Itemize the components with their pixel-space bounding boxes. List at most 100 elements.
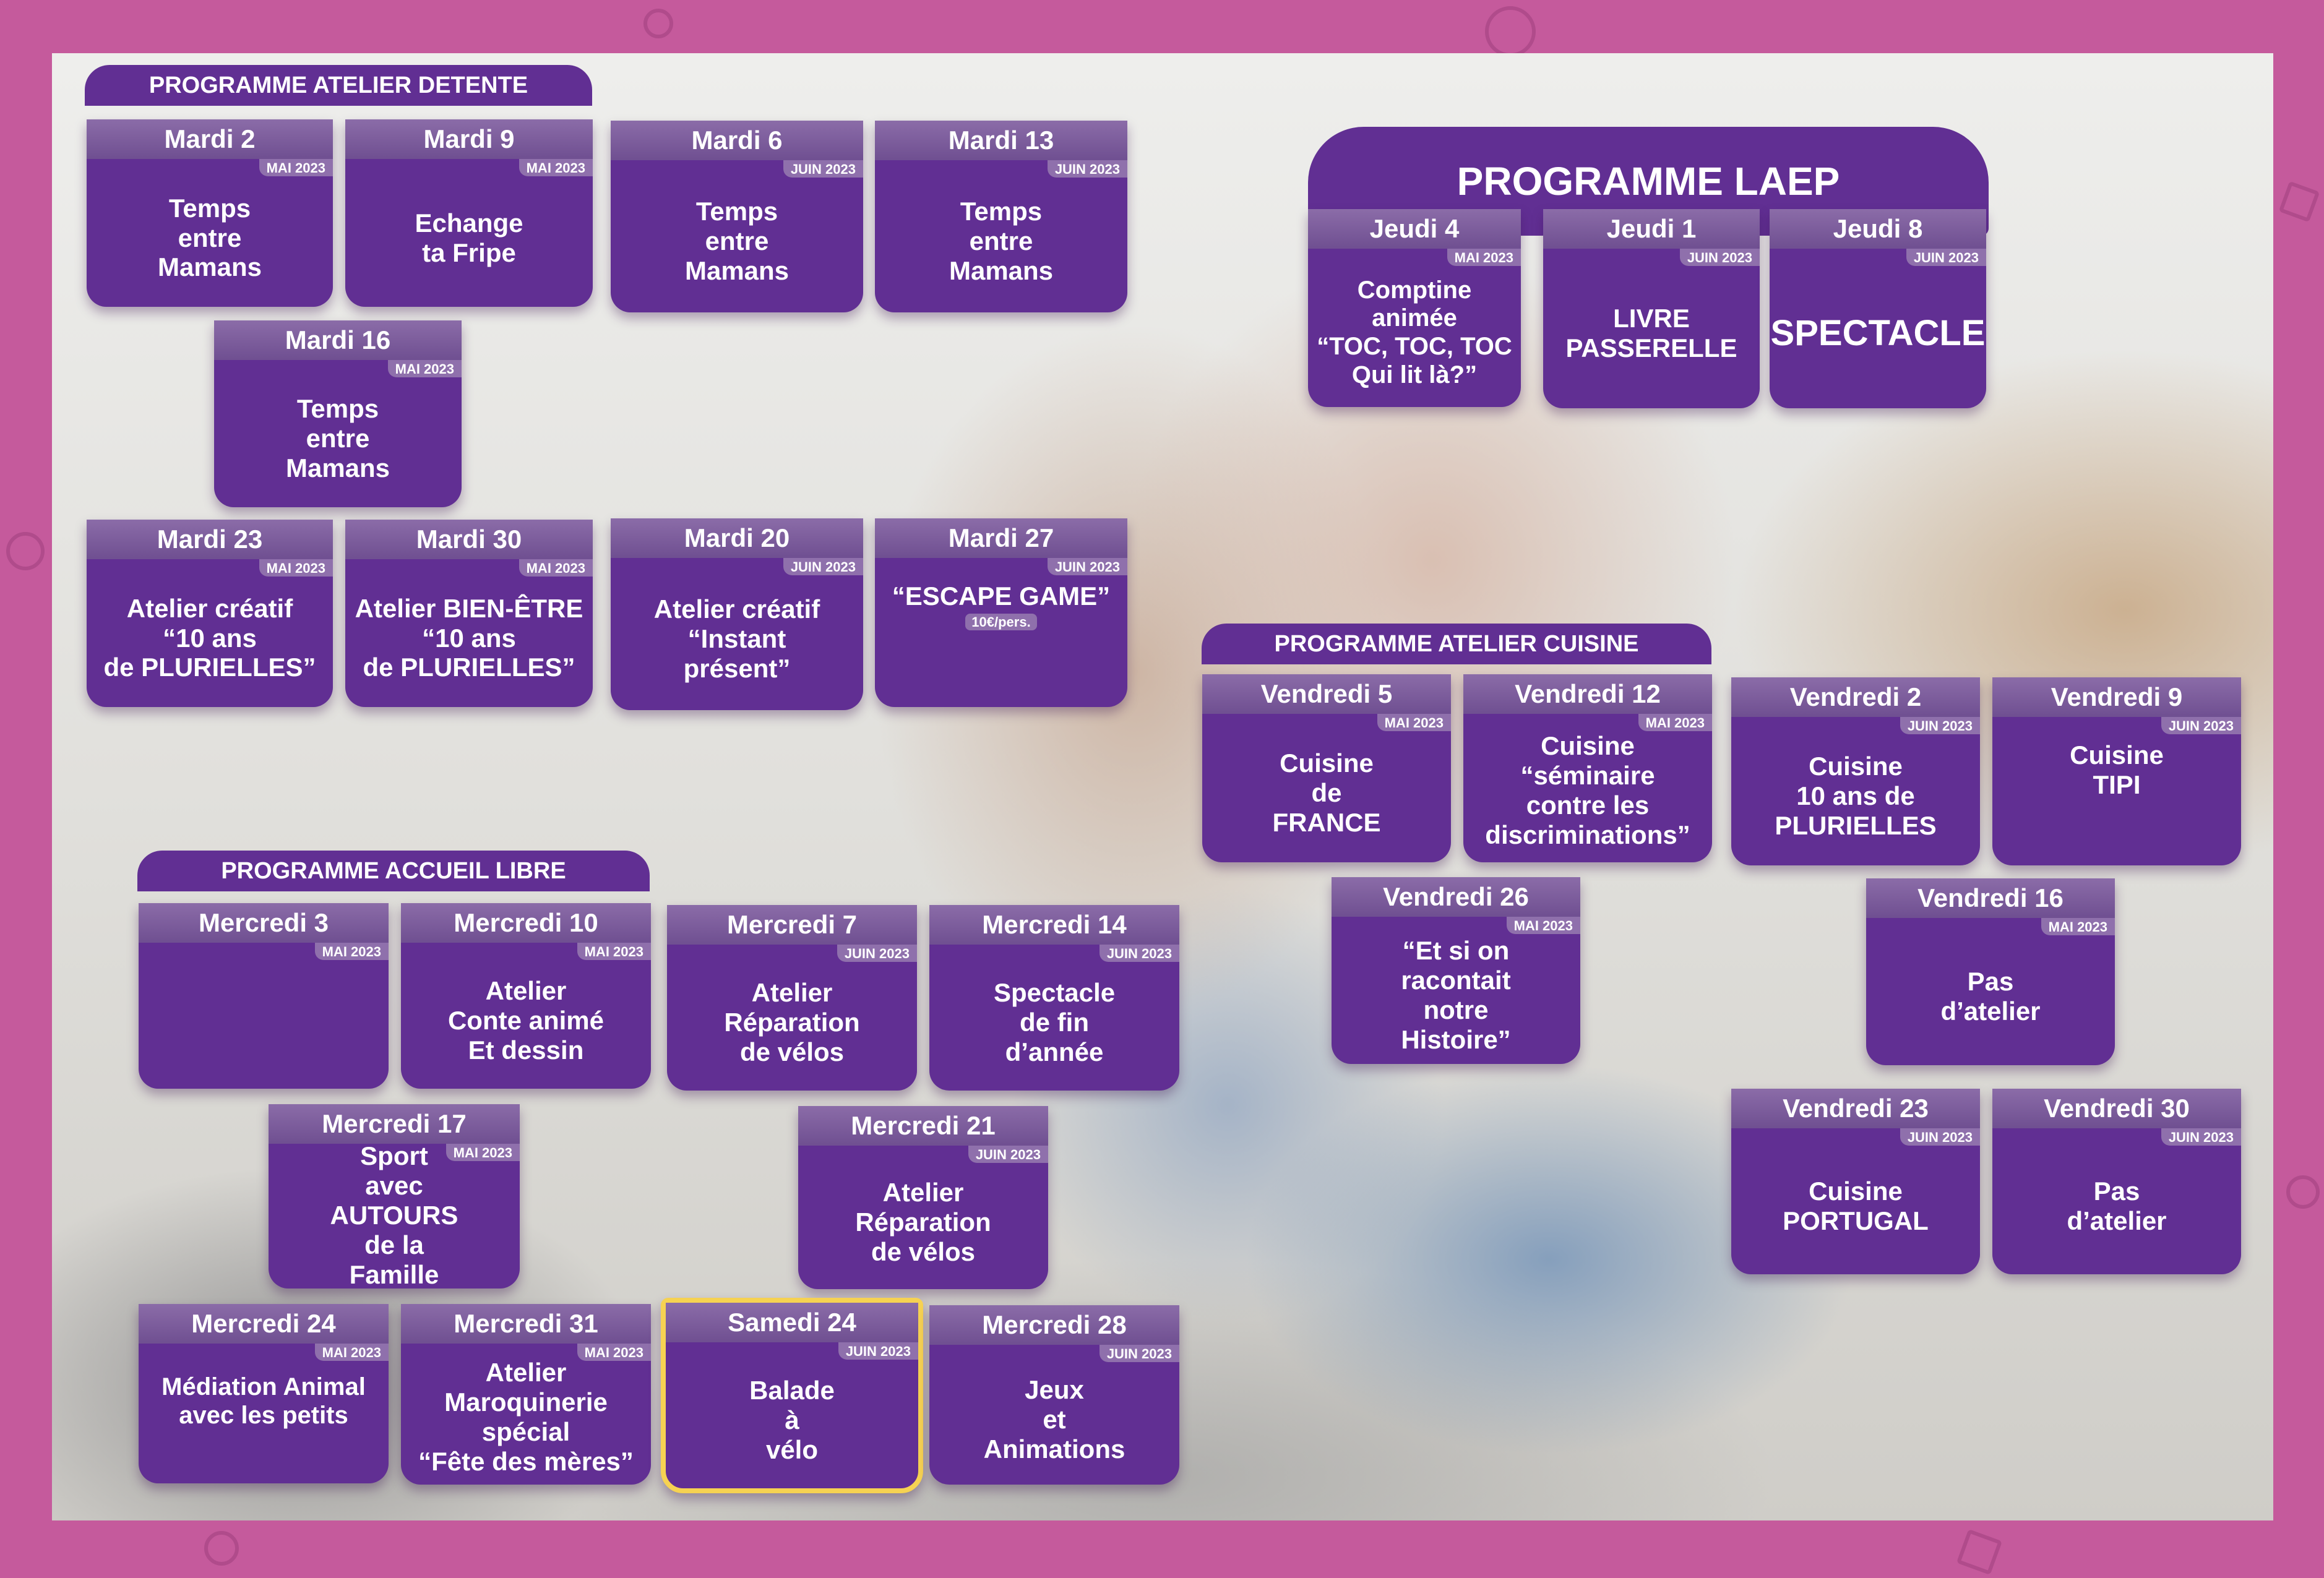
event-title: Temps entre Mamans	[285, 394, 390, 482]
event-title: SPECTACLE	[1770, 312, 1986, 353]
event-card-detente-mardi-16[interactable]: Mardi 16 MAI 2023 Temps entre Mamans	[214, 320, 462, 507]
event-title: Balade à vélo	[749, 1376, 835, 1464]
event-day: Mardi 23	[87, 520, 333, 559]
event-month: JUIN 2023	[1906, 249, 1986, 266]
event-card-cuisine-vendredi-23[interactable]: Vendredi 23 JUIN 2023 Cuisine PORTUGAL	[1731, 1089, 1980, 1274]
event-title: Temps entre Mamans	[157, 193, 262, 282]
event-title: Temps entre Mamans	[949, 197, 1054, 285]
event-card-detente-mardi-27[interactable]: Mardi 27 JUIN 2023 “ESCAPE GAME” 10€/per…	[875, 518, 1127, 707]
event-title: Atelier Maroquinerie spécial “Fête des m…	[418, 1358, 634, 1476]
event-month: MAI 2023	[519, 159, 593, 176]
event-card-detente-mardi-6[interactable]: Mardi 6 JUIN 2023 Temps entre Mamans	[611, 121, 863, 312]
decor-square	[2278, 181, 2320, 223]
event-title: Pas d’atelier	[2067, 1177, 2167, 1235]
event-card-detente-mardi-9[interactable]: Mardi 9 MAI 2023 Echange ta Fripe	[345, 119, 593, 307]
event-card-accueil-mercredi-24[interactable]: Mercredi 24 MAI 2023 Médiation Animal av…	[139, 1304, 389, 1483]
event-day: Mardi 16	[214, 320, 462, 360]
event-month: MAI 2023	[519, 559, 593, 577]
event-day: Mercredi 28	[929, 1305, 1179, 1345]
event-title: Cuisine 10 ans de PLURIELLES	[1775, 752, 1937, 840]
event-card-accueil-mercredi-3[interactable]: Mercredi 3 MAI 2023	[139, 903, 389, 1089]
event-card-accueil-mercredi-28[interactable]: Mercredi 28 JUIN 2023 Jeux et Animations	[929, 1305, 1179, 1485]
event-day: Vendredi 12	[1463, 674, 1712, 714]
event-card-detente-mardi-13[interactable]: Mardi 13 JUIN 2023 Temps entre Mamans	[875, 121, 1127, 312]
decor-circle	[643, 9, 673, 38]
event-title-text: “ESCAPE GAME”	[892, 581, 1111, 611]
event-card-laep-jeudi-8[interactable]: Jeudi 8 JUIN 2023 SPECTACLE	[1770, 209, 1986, 408]
event-card-cuisine-vendredi-26[interactable]: Vendredi 26 MAI 2023 “Et si on racontait…	[1332, 877, 1580, 1064]
event-title: Cuisine TIPI	[2070, 740, 2164, 799]
event-card-accueil-mercredi-21[interactable]: Mercredi 21 JUIN 2023 Atelier Réparation…	[798, 1106, 1048, 1289]
event-month: MAI 2023	[445, 1144, 520, 1161]
event-month: MAI 2023	[1506, 917, 1580, 934]
event-day: Mercredi 7	[667, 905, 917, 945]
event-title: Atelier Réparation de vélos	[724, 978, 860, 1066]
event-day: Mardi 27	[875, 518, 1127, 558]
event-card-cuisine-vendredi-16[interactable]: Vendredi 16 MAI 2023 Pas d’atelier	[1866, 878, 2115, 1065]
decor-circle	[204, 1531, 239, 1566]
event-day: Mardi 9	[345, 119, 593, 159]
event-title	[139, 960, 389, 1081]
event-card-accueil-mercredi-14[interactable]: Mercredi 14 JUIN 2023 Spectacle de fin d…	[929, 905, 1179, 1091]
event-month: MAI 2023	[1377, 714, 1451, 731]
event-title: Spectacle de fin d’année	[993, 978, 1116, 1066]
event-card-cuisine-vendredi-5[interactable]: Vendredi 5 MAI 2023 Cuisine de FRANCE	[1202, 674, 1451, 862]
event-month: MAI 2023	[1638, 714, 1712, 731]
decor-circle	[6, 532, 45, 570]
event-day: Mardi 6	[611, 121, 863, 160]
event-month: JUIN 2023	[838, 1342, 918, 1360]
section-header-atelier-detente: PROGRAMME ATELIER DETENTE	[85, 65, 592, 106]
event-card-accueil-mercredi-31[interactable]: Mercredi 31 MAI 2023 Atelier Maroquineri…	[401, 1304, 651, 1485]
event-month: JUIN 2023	[968, 1146, 1048, 1163]
decor-circle	[1485, 6, 1536, 57]
event-month: JUIN 2023	[2161, 1128, 2241, 1146]
event-card-accueil-mercredi-10[interactable]: Mercredi 10 MAI 2023 Atelier Conte animé…	[401, 903, 651, 1089]
event-card-cuisine-vendredi-12[interactable]: Vendredi 12 MAI 2023 Cuisine “séminaire …	[1463, 674, 1712, 862]
event-card-laep-jeudi-1[interactable]: Jeudi 1 JUIN 2023 LIVRE PASSERELLE	[1543, 209, 1760, 408]
event-title: Atelier BIEN-ÊTRE “10 ans de PLURIELLES”	[355, 593, 583, 682]
event-card-detente-mardi-30[interactable]: Mardi 30 MAI 2023 Atelier BIEN-ÊTRE “10 …	[345, 520, 593, 707]
event-month: JUIN 2023	[1099, 1345, 1179, 1362]
decor-circle	[2286, 1175, 2320, 1209]
event-title: Atelier créatif “Instant présent”	[653, 594, 820, 683]
event-card-laep-jeudi-4[interactable]: Jeudi 4 MAI 2023 Comptine animée “TOC, T…	[1308, 209, 1521, 407]
event-month: JUIN 2023	[1047, 558, 1127, 575]
event-day: Mardi 13	[875, 121, 1127, 160]
event-title: Sport avec AUTOURS de la Famille	[330, 1141, 458, 1289]
event-card-cuisine-vendredi-30[interactable]: Vendredi 30 JUIN 2023 Pas d’atelier	[1992, 1089, 2241, 1274]
event-title: “Et si on racontait notre Histoire”	[1401, 936, 1511, 1054]
event-title: Temps entre Mamans	[684, 197, 790, 285]
event-day: Vendredi 23	[1731, 1089, 1980, 1128]
event-card-cuisine-vendredi-9[interactable]: Vendredi 9 JUIN 2023 Cuisine TIPI	[1992, 677, 2241, 865]
event-day: Vendredi 26	[1332, 877, 1580, 917]
event-title: LIVRE PASSERELLE	[1565, 304, 1737, 362]
event-month: JUIN 2023	[783, 558, 863, 575]
section-header-accueil-libre: PROGRAMME ACCUEIL LIBRE	[137, 851, 650, 891]
event-card-detente-mardi-2[interactable]: Mardi 2 MAI 2023 Temps entre Mamans	[87, 119, 333, 307]
event-card-cuisine-vendredi-2[interactable]: Vendredi 2 JUIN 2023 Cuisine 10 ans de P…	[1731, 677, 1980, 865]
event-day: Mercredi 31	[401, 1304, 651, 1344]
event-day: Jeudi 8	[1770, 209, 1986, 249]
event-day: Mardi 20	[611, 518, 863, 558]
event-card-accueil-mercredi-7[interactable]: Mercredi 7 JUIN 2023 Atelier Réparation …	[667, 905, 917, 1091]
event-card-detente-mardi-23[interactable]: Mardi 23 MAI 2023 Atelier créatif “10 an…	[87, 520, 333, 707]
event-title: Atelier Conte animé Et dessin	[447, 976, 605, 1065]
event-card-accueil-samedi-24[interactable]: Samedi 24 JUIN 2023 Balade à vélo	[661, 1298, 923, 1493]
event-day: Mardi 2	[87, 119, 333, 159]
event-day: Mercredi 3	[139, 903, 389, 943]
event-month: JUIN 2023	[837, 945, 917, 962]
event-day: Jeudi 1	[1543, 209, 1760, 249]
event-title: Cuisine “séminaire contre les discrimina…	[1485, 731, 1690, 849]
event-month: JUIN 2023	[2161, 717, 2241, 734]
event-month: MAI 2023	[259, 559, 333, 577]
event-month: JUIN 2023	[1047, 160, 1127, 178]
event-month: JUIN 2023	[783, 160, 863, 178]
event-day: Mardi 30	[345, 520, 593, 559]
event-card-accueil-mercredi-17[interactable]: Mercredi 17 MAI 2023 Sport avec AUTOURS …	[269, 1104, 520, 1289]
event-day: Samedi 24	[666, 1303, 918, 1342]
event-month: MAI 2023	[577, 943, 651, 960]
event-card-detente-mardi-20[interactable]: Mardi 20 JUIN 2023 Atelier créatif “Inst…	[611, 518, 863, 710]
event-month: MAI 2023	[577, 1344, 651, 1361]
event-month: JUIN 2023	[1099, 945, 1179, 962]
event-day: Jeudi 4	[1308, 209, 1521, 249]
